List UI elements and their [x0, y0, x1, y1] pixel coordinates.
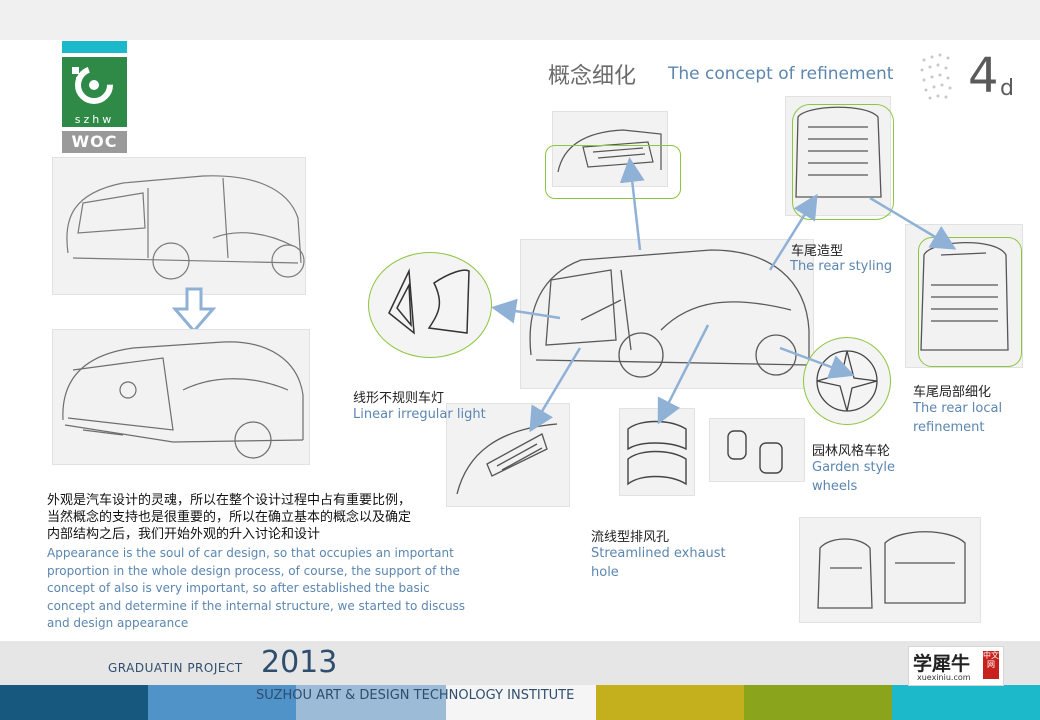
- graduation-project-label: GRADUATIN PROJECT: [108, 661, 243, 675]
- page-number-suffix: d: [1000, 76, 1014, 101]
- page-number: 4: [968, 48, 999, 104]
- footer-stripe: [148, 685, 296, 720]
- logo-accent-bar: [62, 41, 127, 53]
- description-cn-line: 外观是汽车设计的灵魂，所以在整个设计过程中占有重要比例，: [47, 493, 412, 508]
- roof-detail-sketch-image: [557, 129, 662, 173]
- logo-spiral-icon: [72, 66, 113, 104]
- sketch-van-side-initial: [52, 157, 306, 295]
- footer-stripe: [744, 685, 892, 720]
- rear-local-sketch-image: [920, 241, 1009, 351]
- description-en-line: and design appearance: [47, 616, 189, 630]
- institute-name: SUZHOU ART & DESIGN TECHNOLOGY INSTITUTE: [256, 688, 575, 703]
- footer-stripe: [892, 685, 1040, 720]
- caption-linear-light-cn: 线形不规则车灯: [353, 391, 445, 406]
- sketch-exhaust-detail: [799, 517, 981, 623]
- caption-garden-wheels-cn: 园林风格车轮: [812, 444, 891, 459]
- description-cn-line: 当然概念的支持也是很重要的，所以在确立基本的概念以及确定: [47, 510, 412, 525]
- description-cn: 外观是汽车设计的灵魂，所以在整个设计过程中占有重要比例， 当然概念的支持也是很重…: [47, 492, 477, 543]
- description-en-line: proportion in the whole design process, …: [47, 563, 460, 578]
- caption-rear-local-cn: 车尾局部细化: [913, 385, 992, 400]
- logo-subtext: WOC: [62, 131, 127, 153]
- van-sketch-image: [66, 175, 305, 280]
- page-title-cn: 概念细化: [548, 64, 637, 89]
- caption-exhaust-en-2: hole: [591, 565, 619, 580]
- watermark-brand-name: 学犀牛: [913, 653, 971, 675]
- exhaust-sketch-image: [627, 420, 687, 486]
- description-block: 外观是汽车设计的灵魂，所以在整个设计过程中占有重要比例， 当然概念的支持也是很重…: [47, 492, 477, 633]
- description-cn-line: 内部结构之后，我们开始外观的升入讨论和设计: [47, 527, 321, 542]
- caption-rear-local-en-1: The rear local: [913, 401, 1003, 416]
- main-vehicle-sketch-image: [529, 249, 810, 378]
- wheel-detail-circle: [803, 337, 891, 425]
- graduation-year: 2013: [261, 645, 338, 680]
- footer-band: [0, 641, 1040, 685]
- sketch-main-vehicle: [520, 239, 814, 389]
- exhaust-detail-sketch-image: [817, 531, 966, 609]
- watermark-mark: 中文网: [983, 651, 999, 679]
- sketch-exhaust-pipes: [709, 418, 805, 482]
- description-en-line: concept of also is very important, so af…: [47, 581, 430, 595]
- school-logo: szhw WOC: [62, 57, 127, 153]
- description-en-line: concept and determine if the internal st…: [47, 598, 466, 613]
- caption-linear-light-en: Linear irregular light: [353, 407, 486, 422]
- caption-exhaust-en-1: Streamlined exhaust: [591, 546, 726, 561]
- top-bar: [0, 0, 1040, 40]
- logo-text: szhw: [74, 113, 115, 126]
- logo-emblem: szhw: [62, 57, 127, 127]
- down-arrow-icon: [172, 287, 216, 333]
- exhaust-pipes-sketch-image: [727, 430, 783, 474]
- wheel-sketch-image: [816, 350, 878, 412]
- sketch-exhaust: [619, 408, 695, 496]
- highlight-frame-rear-local: [918, 237, 1022, 367]
- footer-stripe: [596, 685, 744, 720]
- footer-stripe: [0, 685, 148, 720]
- dots-decoration-icon: [920, 53, 952, 100]
- footer-stripe: [296, 685, 446, 720]
- highlight-frame-roof: [545, 145, 681, 199]
- sketch-rear-local: [905, 224, 1023, 368]
- light-sketch-image: [388, 268, 470, 335]
- watermark-logo: 学犀牛 xuexiniu.com 中文网: [908, 646, 1004, 686]
- caption-exhaust-cn: 流线型排风孔: [591, 530, 670, 545]
- sketch-roof-detail: [552, 111, 668, 187]
- highlight-frame-rear: [792, 104, 894, 220]
- caption-rear-local-en-2: refinement: [913, 420, 985, 435]
- caption-rear-styling-en: The rear styling: [790, 259, 893, 274]
- description-en-line: Appearance is the soul of car design, so…: [47, 546, 454, 560]
- van-perspective-sketch-image: [62, 341, 304, 459]
- caption-rear-styling-cn: 车尾造型: [791, 244, 844, 259]
- light-detail-circle: [368, 252, 492, 358]
- footer-stripe: [446, 685, 596, 720]
- description-en: Appearance is the soul of car design, so…: [47, 545, 477, 633]
- caption-garden-wheels-en-1: Garden style: [812, 460, 895, 475]
- caption-garden-wheels-en-2: wheels: [812, 479, 858, 494]
- watermark-url: xuexiniu.com: [917, 673, 971, 682]
- page-title-en: The concept of refinement: [668, 64, 894, 84]
- sketch-van-three-quarter: [52, 329, 310, 465]
